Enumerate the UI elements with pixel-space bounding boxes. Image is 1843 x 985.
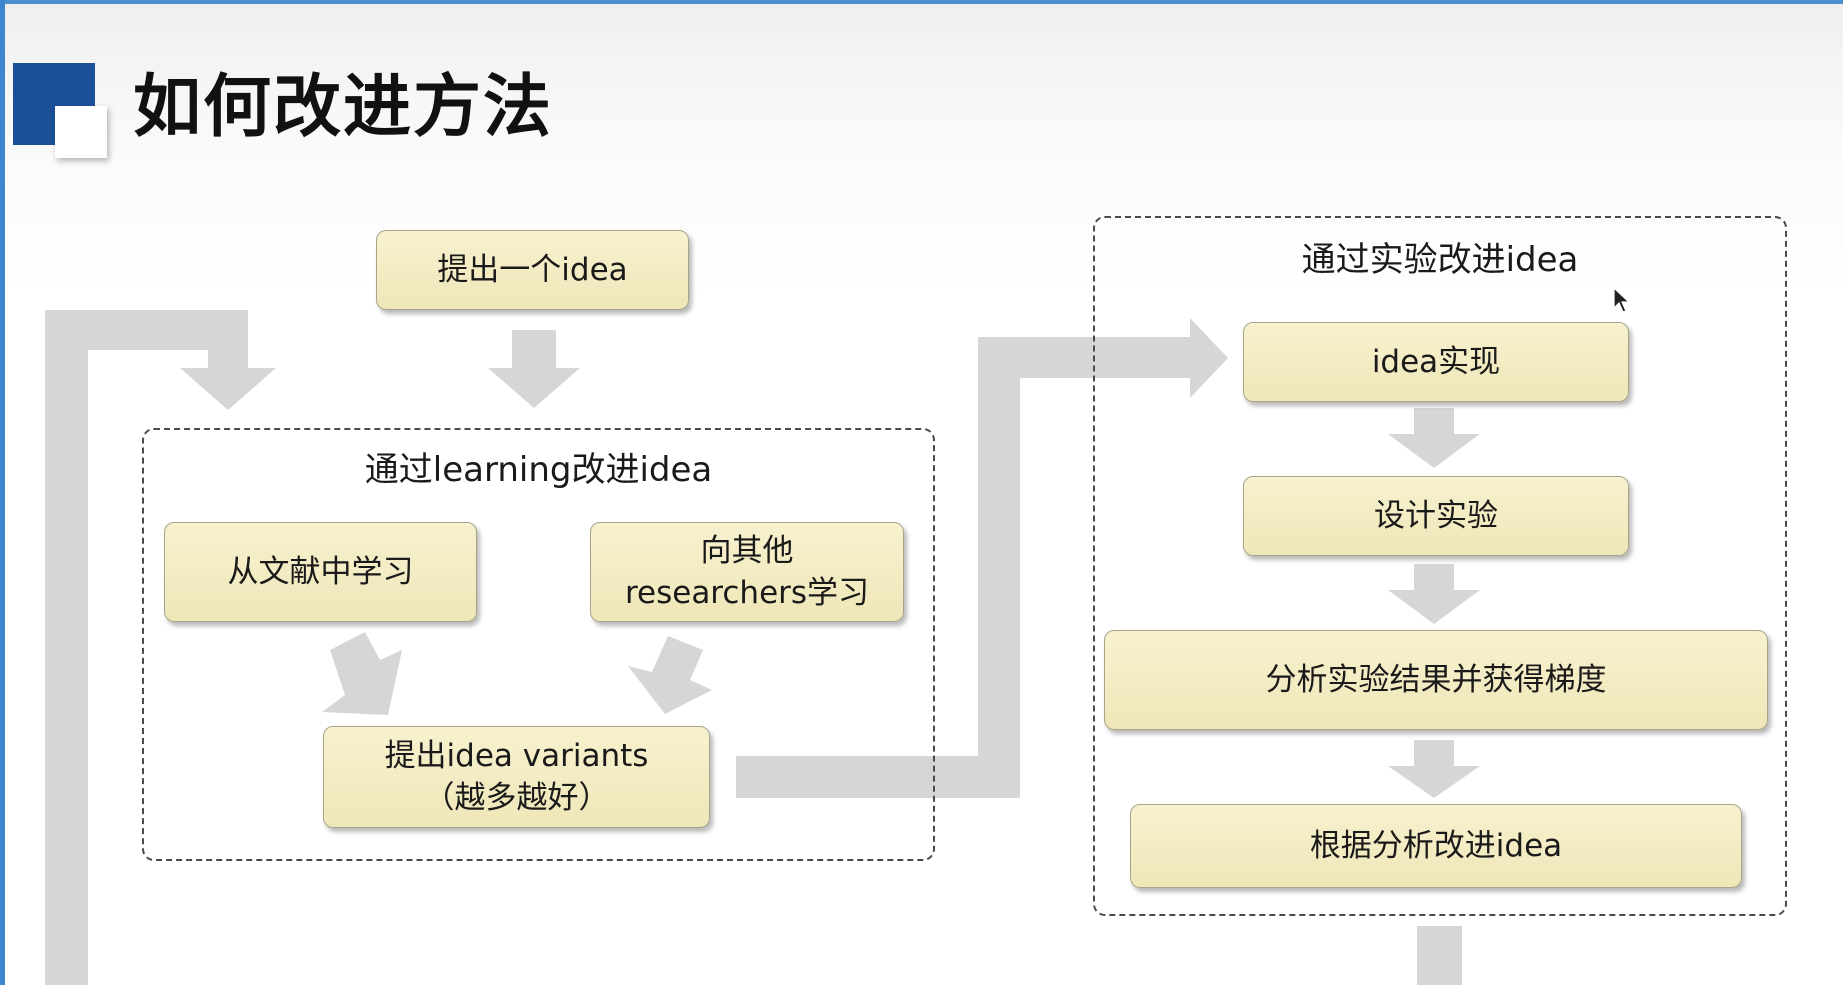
node-propose-idea: 提出一个idea (376, 230, 689, 310)
node-analyze: 分析实验结果并获得梯度 (1104, 630, 1768, 730)
node-design-experiment: 设计实验 (1243, 476, 1629, 556)
window-top-border (0, 0, 1843, 4)
node-implement: idea实现 (1243, 322, 1629, 402)
node-idea-variants: 提出idea variants（越多越好） (323, 726, 710, 828)
experiment-group-title: 通过实验改进idea (1301, 240, 1579, 280)
node-learn-literature-label: 从文献中学习 (227, 554, 414, 590)
slide-title: 如何改进方法 (133, 68, 554, 147)
arrow-to-experiment (736, 318, 1228, 798)
node-learn-researchers: 向其他researchers学习 (590, 522, 904, 622)
node-propose-idea-label: 提出一个idea (437, 252, 628, 288)
arrow-diag-literature (322, 632, 402, 715)
experiment-group-box (1093, 216, 1787, 916)
title-logo-square-white (55, 106, 107, 158)
mouse-cursor-icon (1613, 286, 1631, 313)
node-implement-label: idea实现 (1371, 344, 1501, 380)
arrow-down-design (1388, 564, 1480, 624)
window-left-border (0, 0, 5, 985)
arrow-down-analyze (1388, 740, 1480, 798)
learning-group-box (142, 428, 935, 861)
arrow-down-implement (1388, 408, 1480, 468)
node-improve: 根据分析改进idea (1130, 804, 1742, 888)
node-analyze-label: 分析实验结果并获得梯度 (1265, 662, 1607, 698)
node-learn-researchers-label: 向其他researchers学习 (624, 533, 870, 611)
learning-group-title: 通过learning改进idea (364, 450, 713, 490)
node-improve-label: 根据分析改进idea (1309, 828, 1563, 864)
arrow-down-propose (488, 330, 580, 408)
node-idea-variants-label: 提出idea variants（越多越好） (384, 738, 649, 816)
arrow-diag-researchers (628, 636, 712, 714)
node-learn-literature: 从文献中学习 (164, 522, 477, 622)
node-design-experiment-label: 设计实验 (1374, 498, 1498, 534)
